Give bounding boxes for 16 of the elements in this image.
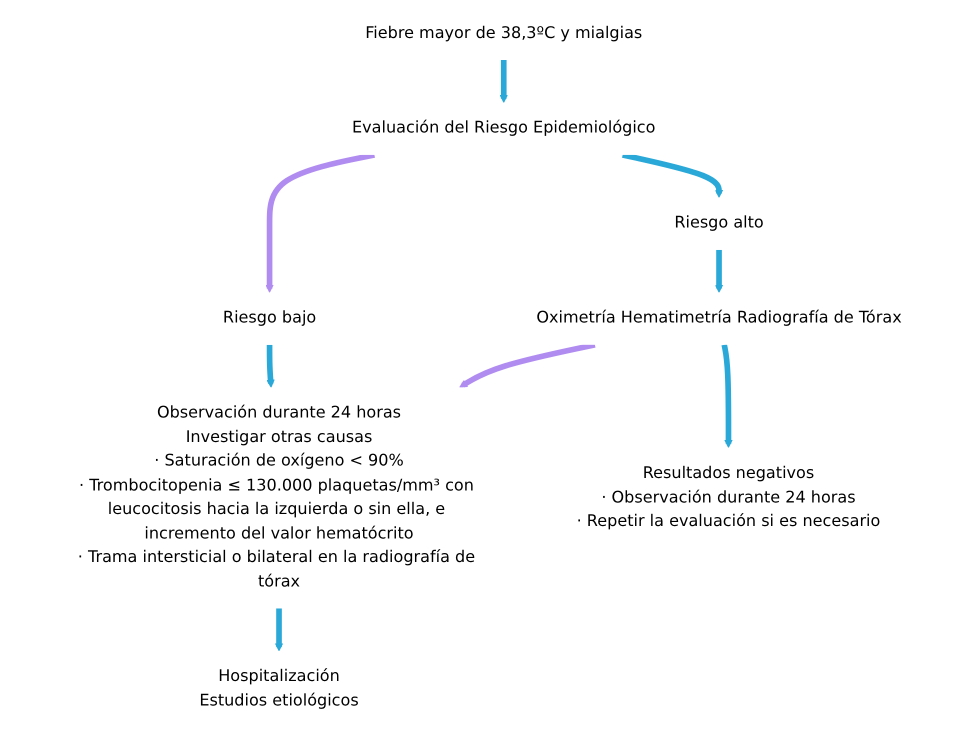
arrow [499,60,508,103]
node-text: Hospitalización Estudios etiológicos [199,666,358,710]
node-text: Riesgo bajo [222,308,316,328]
node-text: Observación durante 24 horas Investigar otras causas · Saturación de oxígeno < 90% · Trombocitopenia ≤ 130.000 plaquetas/mm³ con leucocitosis hacia la izquierda o sin ella, e incremento del valor hematócrito · Trama intersticial o bilateral en la radiografía de tórax [77,403,475,591]
arrow [721,344,732,448]
node-text: Oximetría Hematimetría Radiografía de Tórax [536,308,902,328]
arrow [265,152,375,293]
node-text: Evaluación del Riesgo Epidemiológico [352,118,656,138]
arrow [714,250,723,293]
arrow [458,342,596,388]
arrow [274,608,283,652]
node-text: Resultados negativos · Observación durante 24 horas · Repetir la evaluación si es necesario [576,464,880,531]
node-text: Riesgo alto [674,214,764,232]
node-text: Fiebre mayor de 38,3ºC y mialgias [364,24,642,43]
arrow [622,152,723,198]
arrow [266,344,274,388]
